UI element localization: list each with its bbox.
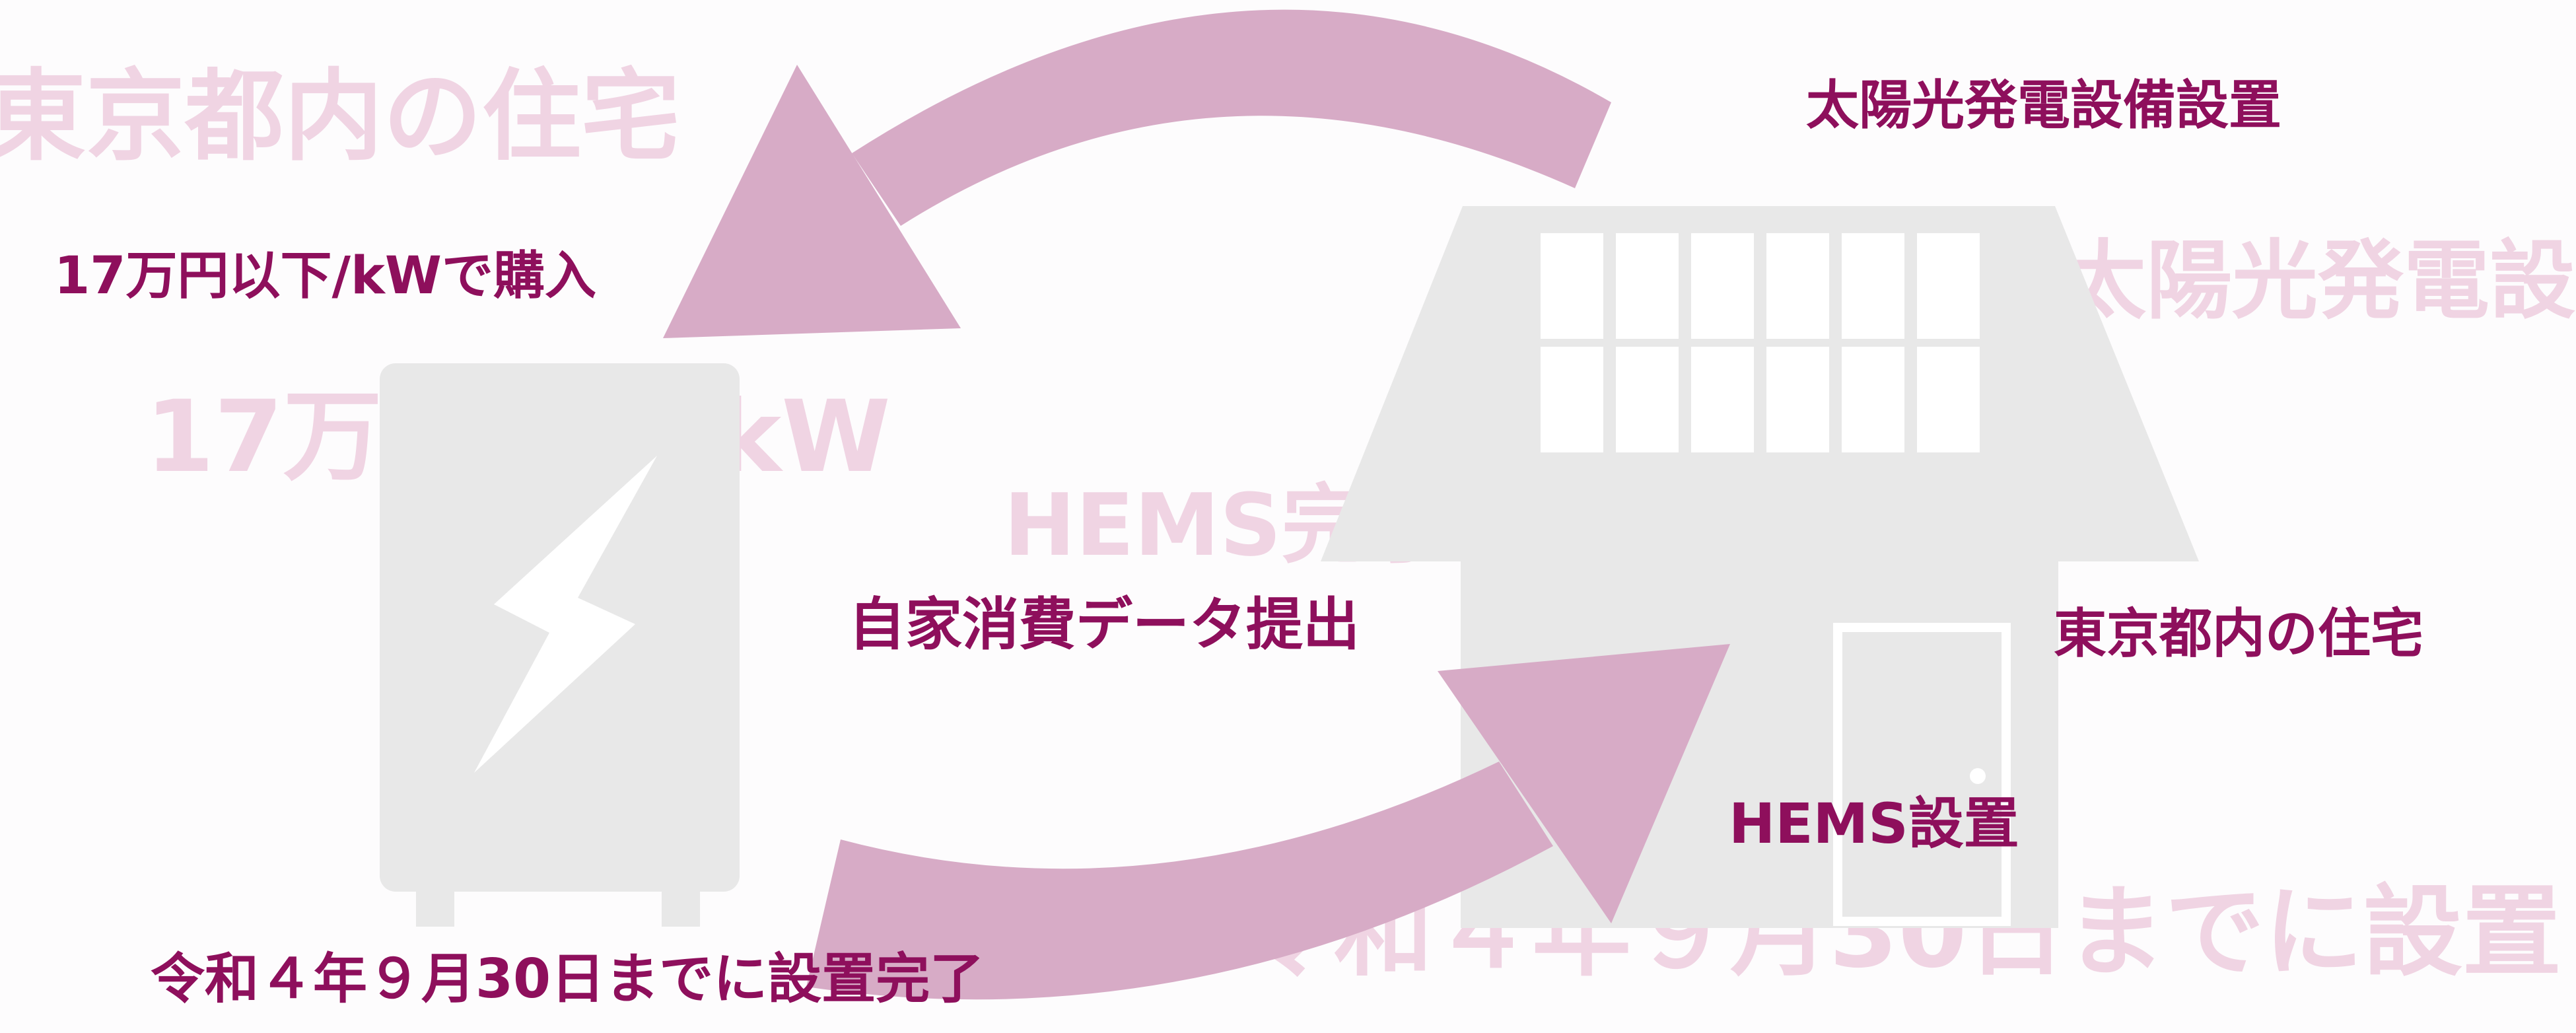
bg-text-solar: 太陽光発電設備 — [2060, 231, 2576, 331]
solar-panel-icon — [1541, 233, 1980, 452]
lightning-bolt-icon — [474, 456, 657, 773]
label-hems-installation: HEMS設置 — [1729, 791, 2019, 856]
bg-text-tokyo-home: 東京都内の住宅 — [0, 59, 681, 174]
battery-icon — [380, 363, 740, 927]
label-purchase-price: 17万円以下/kWで購入 — [54, 246, 596, 306]
label-solar-installation: 太陽光発電設備設置 — [1806, 75, 2281, 136]
label-deadline: 令和４年９月30日までに設置完了 — [151, 948, 985, 1011]
label-tokyo-home: 東京都内の住宅 — [2054, 603, 2423, 664]
door-icon — [1833, 623, 2011, 926]
house-icon — [1321, 206, 2199, 928]
label-self-consumption-data: 自家消費データ提出 — [849, 592, 1360, 658]
cycle-arrow-icon — [663, 9, 1730, 1000]
